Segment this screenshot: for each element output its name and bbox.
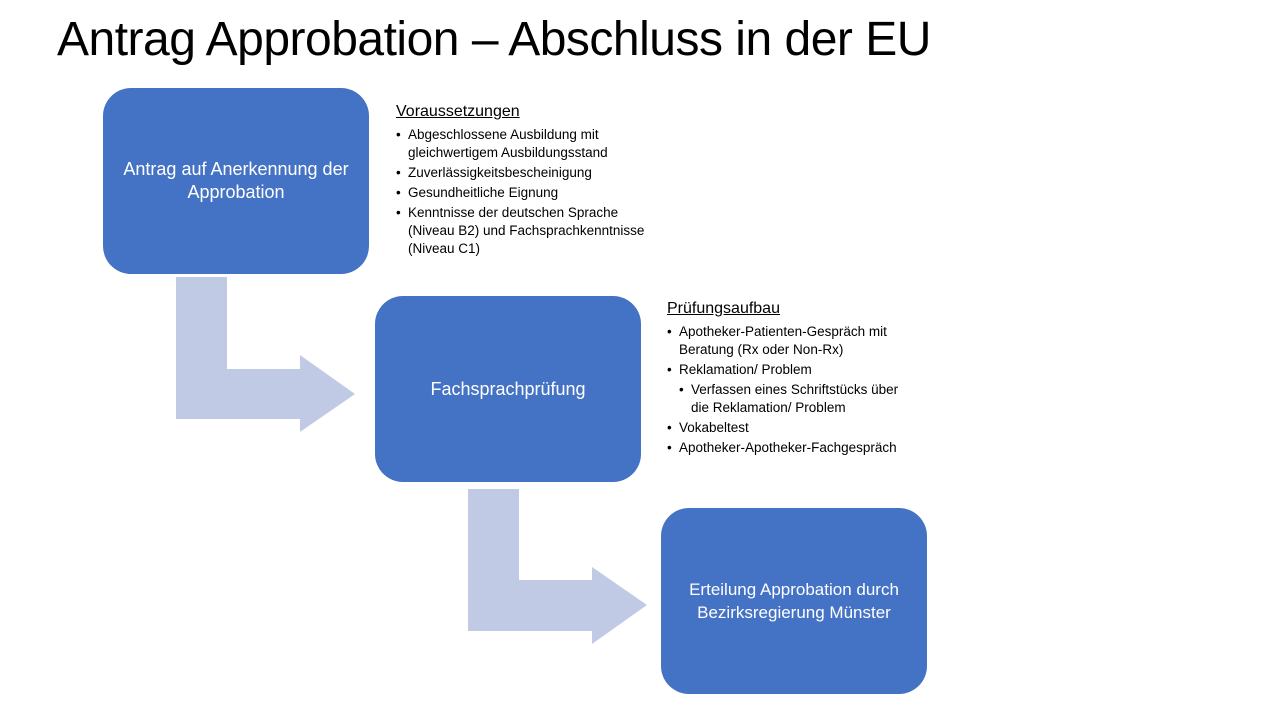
list-item: Reklamation/ Problem xyxy=(667,361,907,379)
list-item: Gesundheitliche Eignung xyxy=(396,184,646,202)
list-item: Vokabeltest xyxy=(667,419,907,437)
step-erteilung-box: Erteilung Approbation durch Bezirksregie… xyxy=(661,508,927,694)
bent-arrow-2 xyxy=(468,489,647,644)
list-item: Abgeschlossene Ausbildung mit gleichwert… xyxy=(396,126,646,162)
step-antrag-label: Antrag auf Anerkennung der Approbation xyxy=(123,159,349,202)
list-item: Kenntnisse der deutschen Sprache (Niveau… xyxy=(396,204,646,258)
step-antrag-box: Antrag auf Anerkennung der Approbation xyxy=(103,88,369,274)
list-subitem: Verfassen eines Schriftstücks über die R… xyxy=(679,381,907,417)
list-item: Apotheker-Apotheker-Fachgespräch xyxy=(667,439,907,457)
bent-arrow-1 xyxy=(176,277,355,432)
voraussetzungen-list: Abgeschlossene Ausbildung mit gleichwert… xyxy=(396,126,646,258)
list-item: Apotheker-Patienten-Gespräch mit Beratun… xyxy=(667,323,907,359)
pruefungsaufbau-notes: Prüfungsaufbau Apotheker-Patienten-Gespr… xyxy=(667,299,907,459)
step-fachsprachpruefung-box: Fachsprachprüfung xyxy=(375,296,641,482)
pruefungsaufbau-heading: Prüfungsaufbau xyxy=(667,300,780,317)
voraussetzungen-notes: Voraussetzungen Abgeschlossene Ausbildun… xyxy=(396,102,646,260)
pruefungsaufbau-list: Apotheker-Patienten-Gespräch mit Beratun… xyxy=(667,323,907,457)
step-fachsprachpruefung-label: Fachsprachprüfung xyxy=(430,378,586,399)
slide-title: Antrag Approbation – Abschluss in der EU xyxy=(57,13,931,66)
list-item: Zuverlässigkeitsbescheinigung xyxy=(396,164,646,182)
voraussetzungen-heading: Voraussetzungen xyxy=(396,103,520,120)
step-erteilung-label: Erteilung Approbation durch Bezirksregie… xyxy=(689,580,899,622)
